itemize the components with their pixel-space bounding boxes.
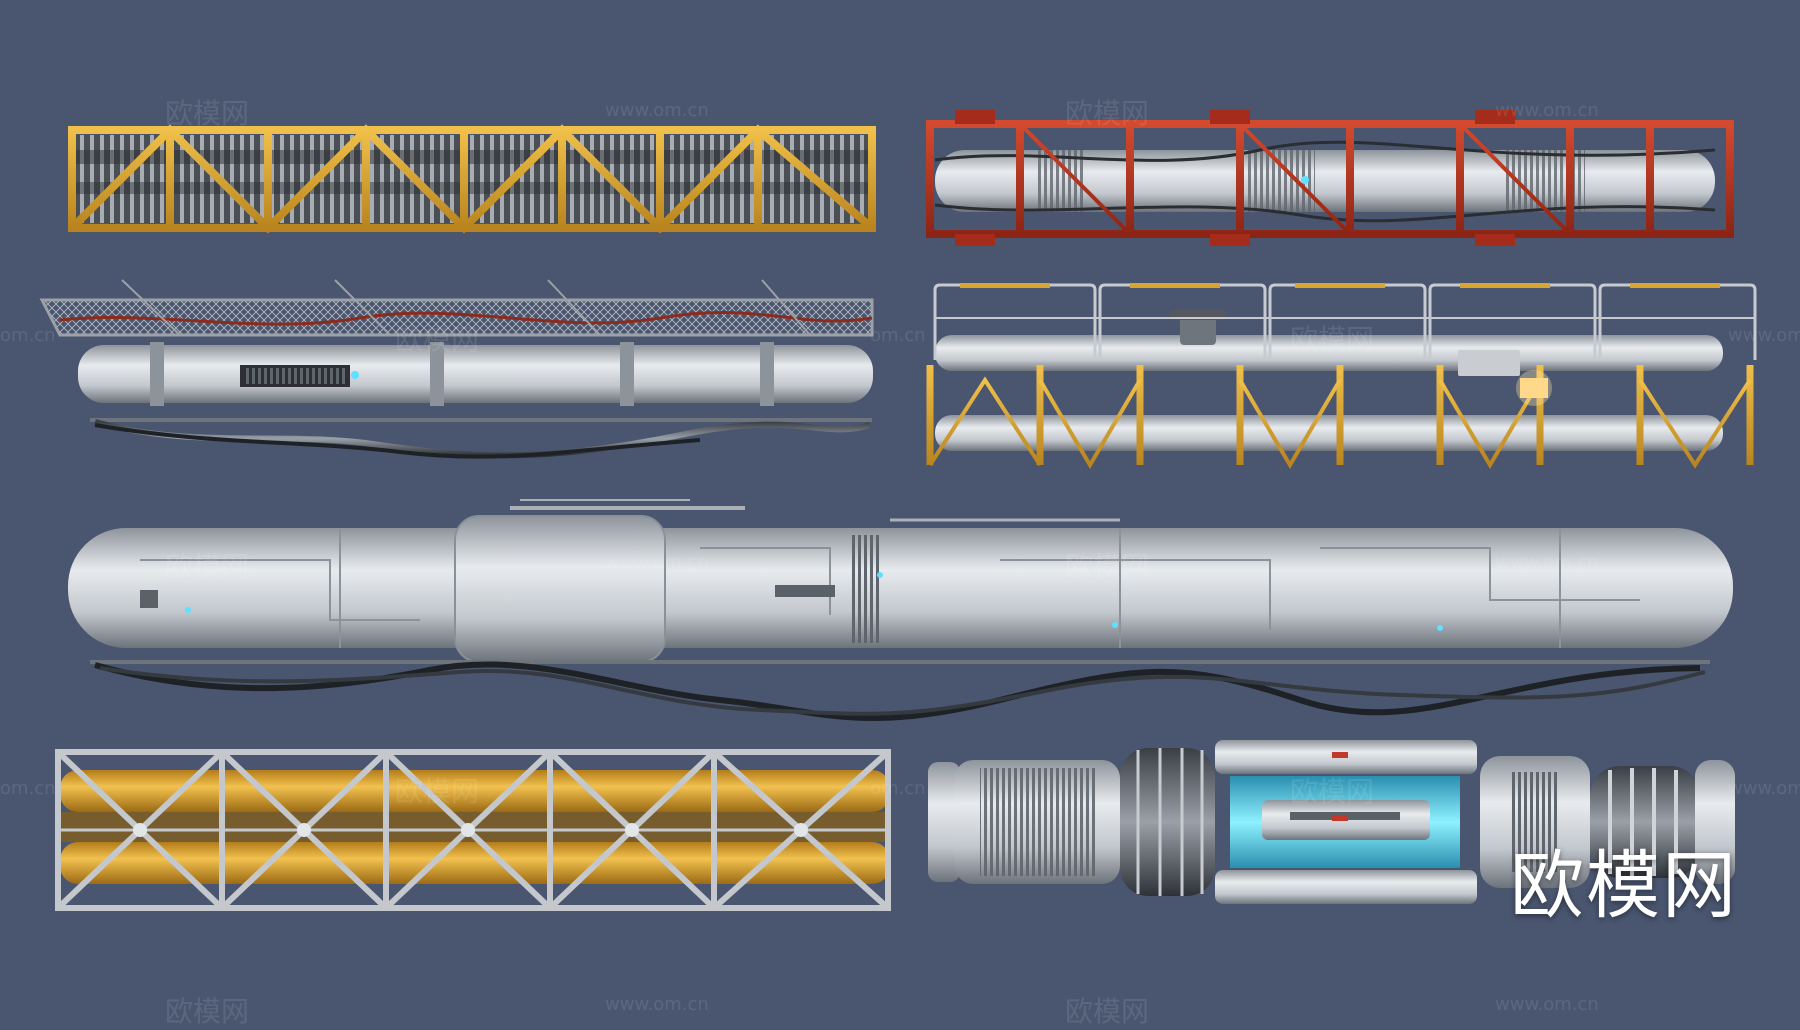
watermark-url: om.cn [0, 778, 56, 799]
watermark-url: www.om.cn [605, 100, 709, 121]
collar-section [454, 515, 666, 663]
cylinder-cables [94, 661, 1701, 722]
yellow-truss-cable-bundle [68, 124, 876, 234]
watermark-url: www.om.cn [1728, 325, 1800, 346]
watermark-brand: 欧模网 [1065, 995, 1150, 1028]
indicator-light [1301, 176, 1309, 184]
ring-vent [850, 535, 880, 643]
end-cap [1590, 766, 1700, 878]
pipe-valve [1180, 315, 1216, 345]
mesh-roof [39, 298, 874, 337]
glowing-core-reactor-segment [928, 740, 1735, 904]
main-pipe [78, 345, 873, 403]
watermark-brand: 欧模网 [1065, 550, 1150, 583]
ring-coupler [1120, 748, 1215, 896]
mesh-roof-pipe-with-cables [39, 279, 874, 459]
yellow-truss-frame [68, 124, 876, 234]
brand-logo: 欧模网 [1510, 843, 1738, 929]
red-frame [926, 120, 1734, 238]
work-light [1520, 378, 1548, 398]
watermark-url: om.cn [870, 325, 926, 346]
watermark-brand: 欧模网 [1290, 775, 1375, 808]
tank-lower [60, 842, 890, 884]
walkway-frame [926, 359, 1755, 469]
watermark-brand: 欧模网 [395, 775, 480, 808]
watermark-url: om.cn [0, 325, 56, 346]
watermark-brand: 欧模网 [165, 550, 250, 583]
long-white-sci-fi-cylinder [68, 499, 1733, 722]
watermark-url: www.om.cn [605, 552, 709, 573]
watermark-url: www.om.cn [605, 994, 709, 1015]
watermark-brand: 欧模网 [165, 97, 250, 130]
watermark-brand: 欧模网 [165, 995, 250, 1028]
watermark-brand: 欧模网 [395, 323, 480, 356]
watermark-url: www.om.cn [1495, 994, 1599, 1015]
watermark-url: www.om.cn [1495, 100, 1599, 121]
cylinder-body [68, 528, 1733, 648]
yellow-tank-cage [55, 749, 891, 911]
watermark-brand: 欧模网 [1065, 97, 1150, 130]
yellow-walkway-pipe-rack [926, 283, 1757, 469]
watermark-url: www.om.cn [1728, 778, 1800, 799]
watermark-url: www.om.cn [1495, 552, 1599, 573]
status-lights [185, 572, 1443, 631]
lower-pipe [935, 415, 1723, 451]
watermark-brand: 欧模网 [1290, 323, 1375, 356]
watermark-url: om.cn [870, 778, 926, 799]
red-frame-pipe-assembly [926, 110, 1734, 246]
